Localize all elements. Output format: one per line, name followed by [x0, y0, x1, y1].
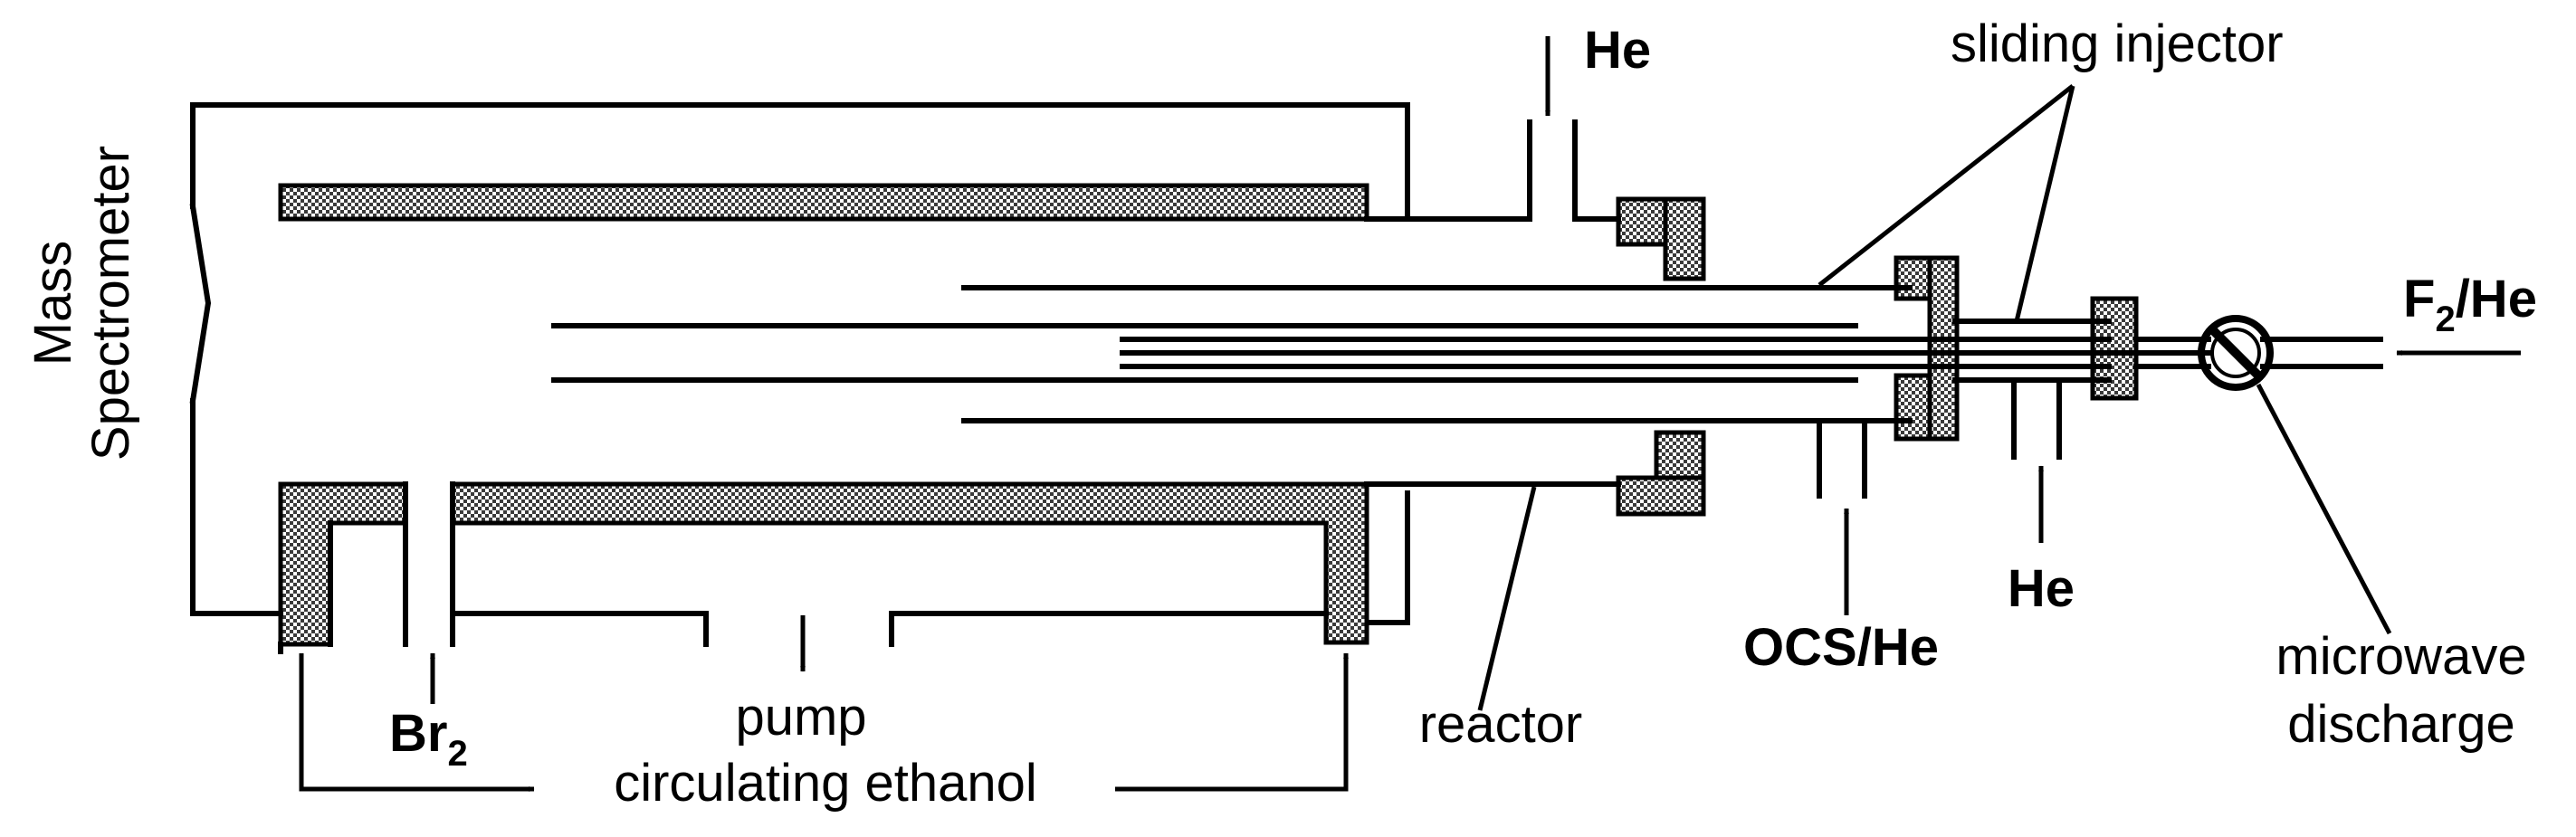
f2he-rest: /He [2456, 270, 2537, 328]
sliding-injector-label: sliding injector [1951, 14, 2284, 73]
reactor-tube [551, 119, 1913, 487]
ethanol-in-arrow [1115, 652, 1349, 792]
sliding-injector [1120, 319, 2383, 383]
ocs-he-label: OCS/He [1743, 618, 1939, 677]
side-ports [1817, 377, 2062, 499]
reactor-leader [1477, 486, 1537, 711]
injector-leader-2 [2014, 85, 2075, 322]
microwave-leader [2256, 383, 2392, 635]
mass-label-line2: Spectrometer [81, 146, 140, 461]
flange-3 [2090, 296, 2139, 401]
ethanol-out-arrow [299, 653, 535, 792]
circulating-ethanol-label: circulating ethanol [614, 754, 1037, 813]
microwave-label: microwave [2275, 627, 2526, 686]
pump-label: pump [735, 688, 866, 747]
br2-label: Br2 [389, 704, 468, 774]
leader-lines [1477, 84, 2392, 711]
flange-1-top-b [1663, 196, 1706, 281]
flange-2-body [1927, 255, 1960, 442]
mass-label-line1: Mass [24, 241, 82, 366]
f2he-main: F [2403, 270, 2435, 328]
he-bottom-label: He [2008, 559, 2075, 618]
he-top-label: He [1584, 21, 1651, 80]
flow-arrows [299, 36, 2521, 792]
labels: Mass Spectrometer He sliding injector F2… [24, 14, 2537, 813]
microwave-discharge-icon [2198, 315, 2274, 391]
injector-leader-1 [1818, 84, 2075, 287]
bottom-ports [190, 481, 1329, 654]
br2-main: Br [389, 704, 447, 763]
br2-sub: 2 [447, 734, 467, 774]
jacket-top-hatch [278, 183, 1369, 222]
discharge-label: discharge [2287, 695, 2514, 754]
f2he-sub: 2 [2435, 300, 2455, 339]
jacket-bottom-hatch [278, 481, 408, 647]
f2he-label: F2/He [2403, 270, 2537, 339]
flange-1-bottom-b [1616, 475, 1706, 517]
jacket-bottom-hatch-main [450, 481, 1369, 645]
reactor-label: reactor [1419, 695, 1583, 754]
